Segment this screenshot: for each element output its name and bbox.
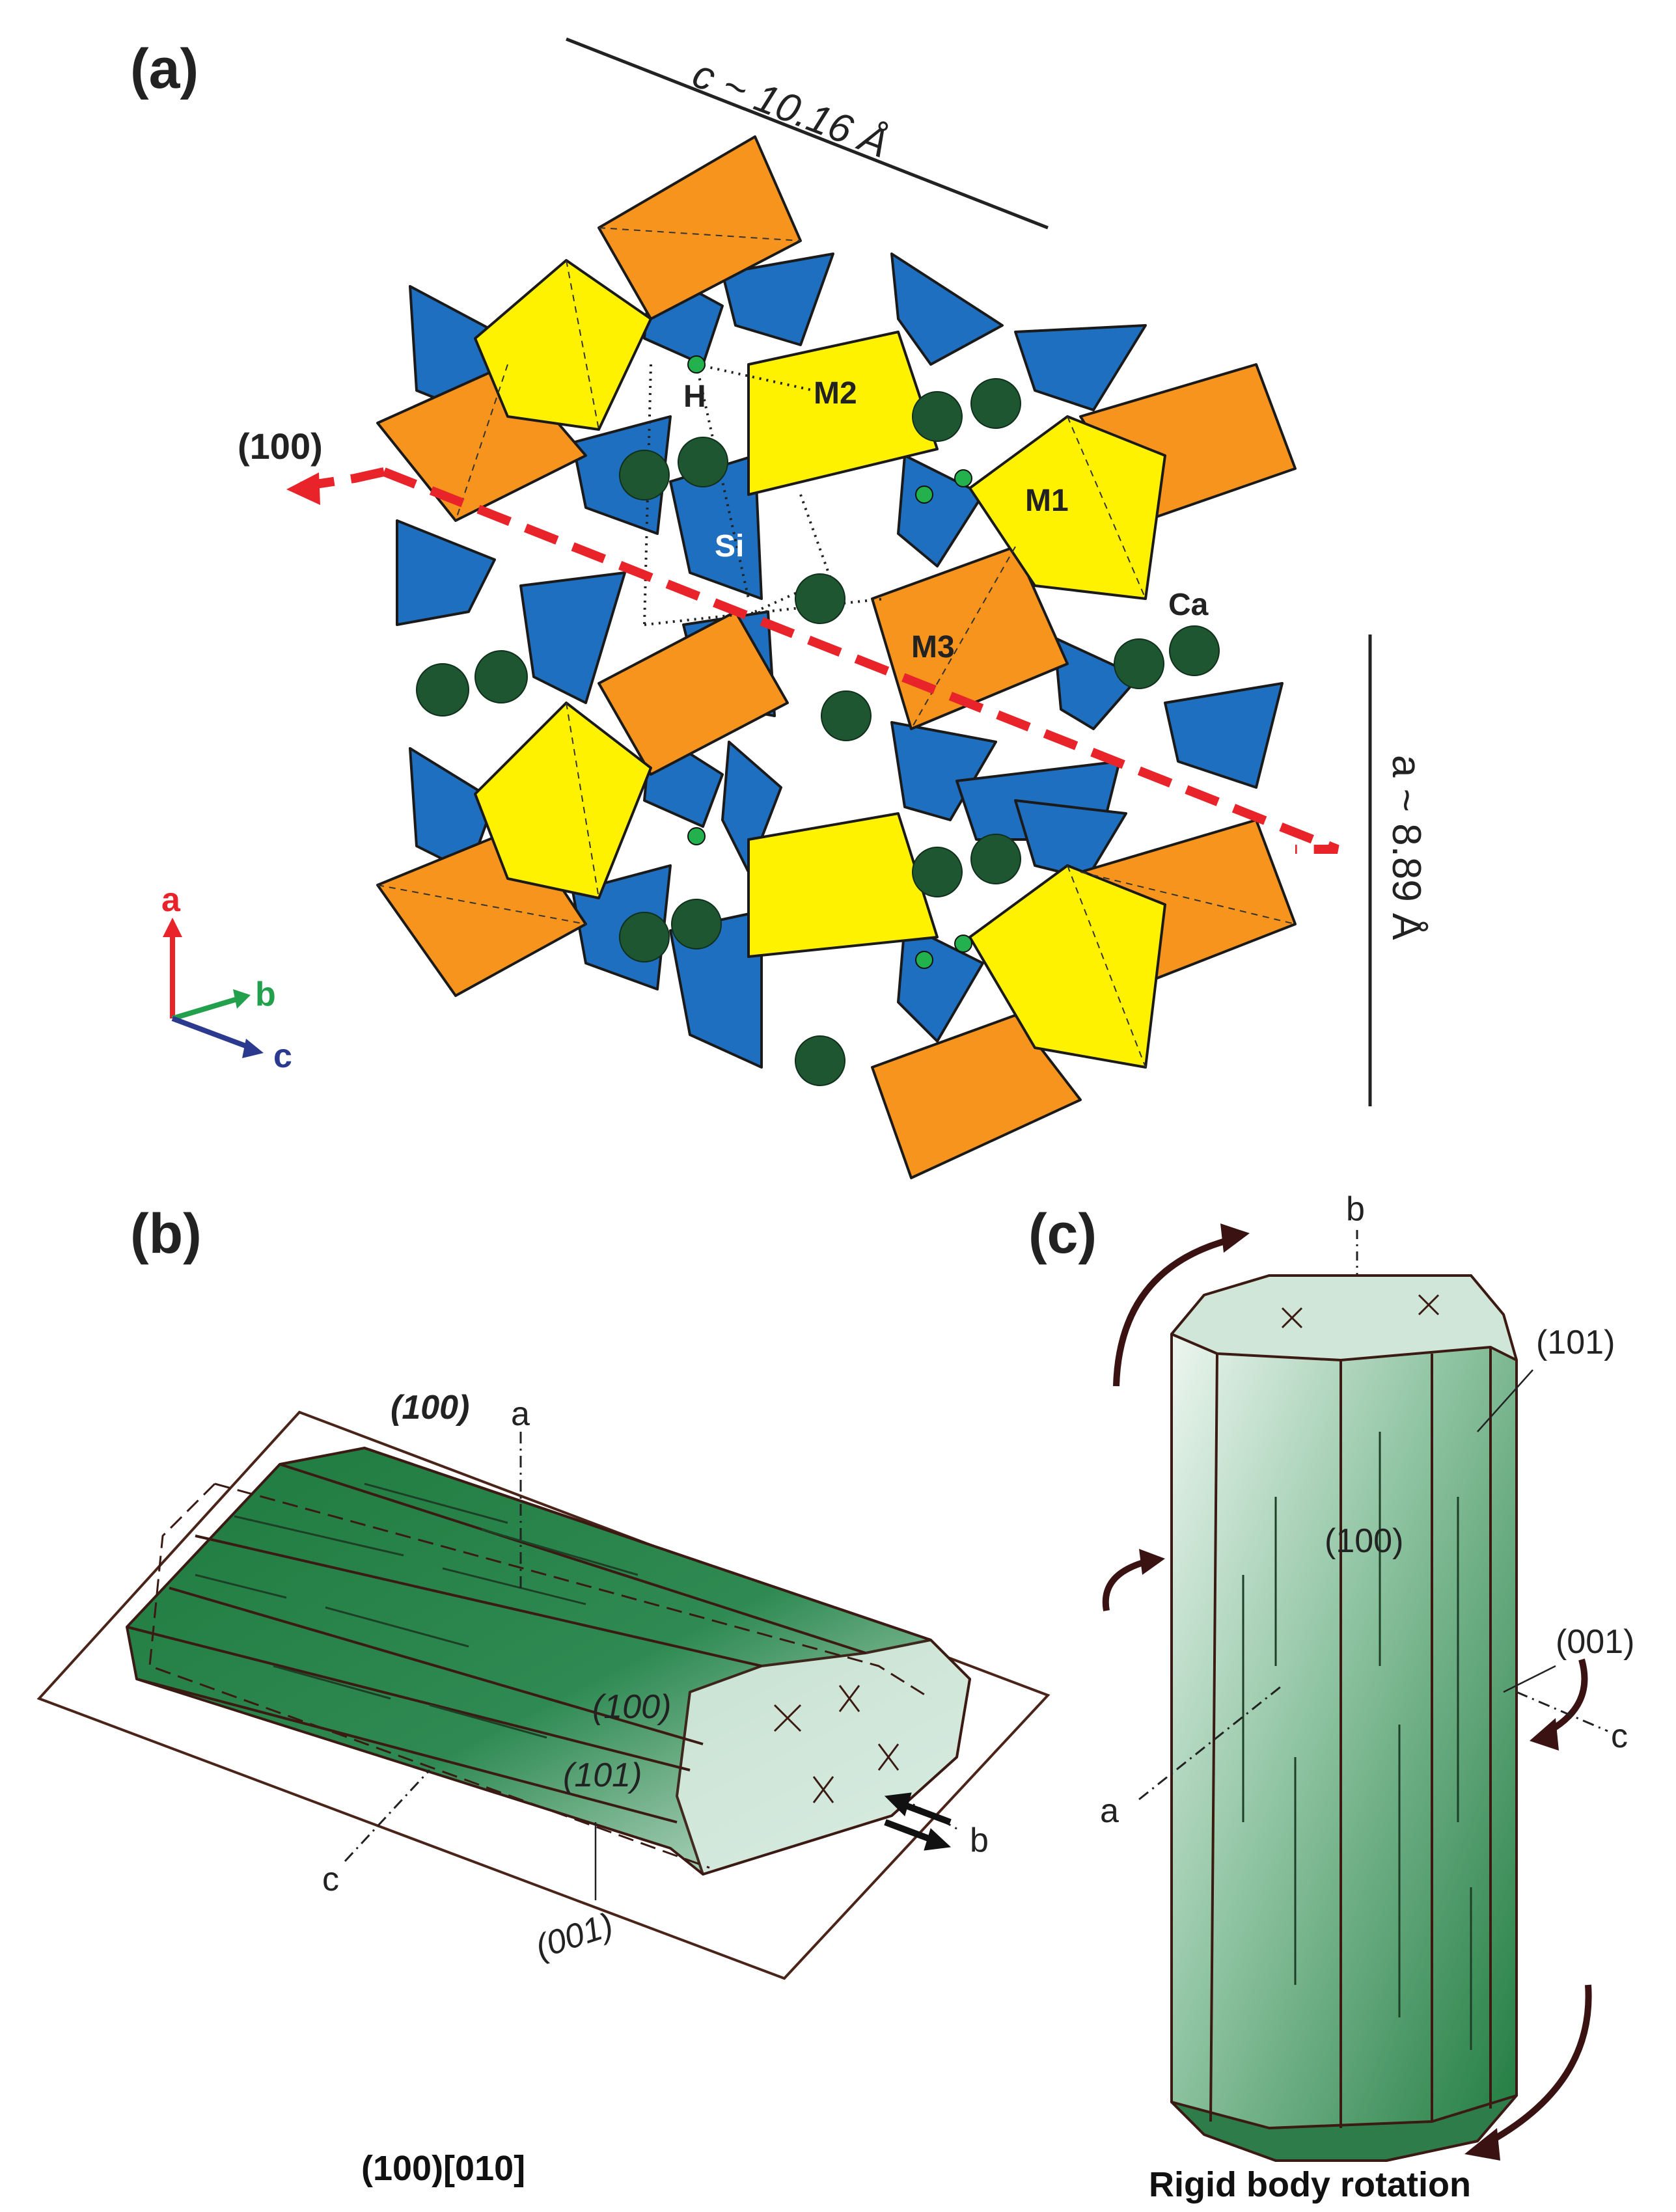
crystal-b [126,1447,971,1876]
axis-c-a-label: a [1100,1792,1119,1830]
crystal-c [1170,1274,1518,2162]
rotation-arrowheads [1139,1223,1559,2161]
caption-b: (100)[010] [361,2149,525,2188]
face-b-101: (101) [563,1756,642,1794]
si-tetrahedra [396,253,1284,1069]
site-label-ca: Ca [1168,588,1209,622]
shear-arrows [884,1792,952,1851]
face-b-001: (001) [531,1906,618,1967]
site-label-si: Si [715,529,744,564]
rotation-arrows [1102,1236,1592,2144]
face-c-101: (101) [1536,1324,1615,1361]
plane-100-label: (100) [238,426,323,467]
hidden-edges [377,227,1296,1068]
site-label-m3: M3 [911,630,955,664]
axis-b-b-label: b [970,1822,989,1859]
caption-c: Rigid body rotation [1149,2165,1471,2204]
site-label-m1: M1 [1025,484,1069,518]
face-c-001-leader [1503,1665,1556,1693]
panel-a: (a) c ~ 10.16 Å a ~ 8.89 Å [130,37,1429,1179]
crystal-structure [376,135,1297,1179]
face-b-100: (100) [592,1688,671,1726]
axis-c-c-label: c [1611,1717,1628,1755]
axis-c-c-line [1516,1691,1608,1732]
face-c-001: (001) [1556,1623,1634,1661]
panel-b-label: (b) [130,1203,202,1265]
panel-b: (b) (100) [36,1203,1051,2188]
axis-c-b-label: b [1346,1190,1365,1228]
face-c-101-leader [1477,1369,1533,1432]
axis-b-c-label: c [322,1861,339,1898]
site-label-m2: M2 [814,376,857,411]
h-atoms [687,355,972,969]
axis-triad: a b c [161,881,292,1075]
c-dimension-label: c ~ 10.16 Å [687,51,894,167]
site-label-h: H [683,379,706,414]
ca-atoms [416,378,1220,1086]
m1-m2-octahedra [474,259,1166,1069]
triad-a-label: a [161,881,181,919]
axis-c-a-line [1138,1684,1283,1801]
triad-c-label: c [273,1037,292,1075]
panel-a-label: (a) [130,38,199,100]
a-dimension-label: a ~ 8.89 Å [1384,755,1429,940]
c-dimension-line [566,37,1049,230]
panel-c-label: (c) [1028,1203,1097,1265]
plane-100-trace [286,467,1339,854]
plane-100-top-label: (100) [391,1389,469,1427]
axis-b-a-label: a [511,1395,530,1433]
triad-b-label: b [255,976,276,1013]
axis-b-c-line [344,1769,431,1863]
face-c-100: (100) [1325,1522,1403,1560]
panel-c: (c) b [1028,1190,1634,2204]
